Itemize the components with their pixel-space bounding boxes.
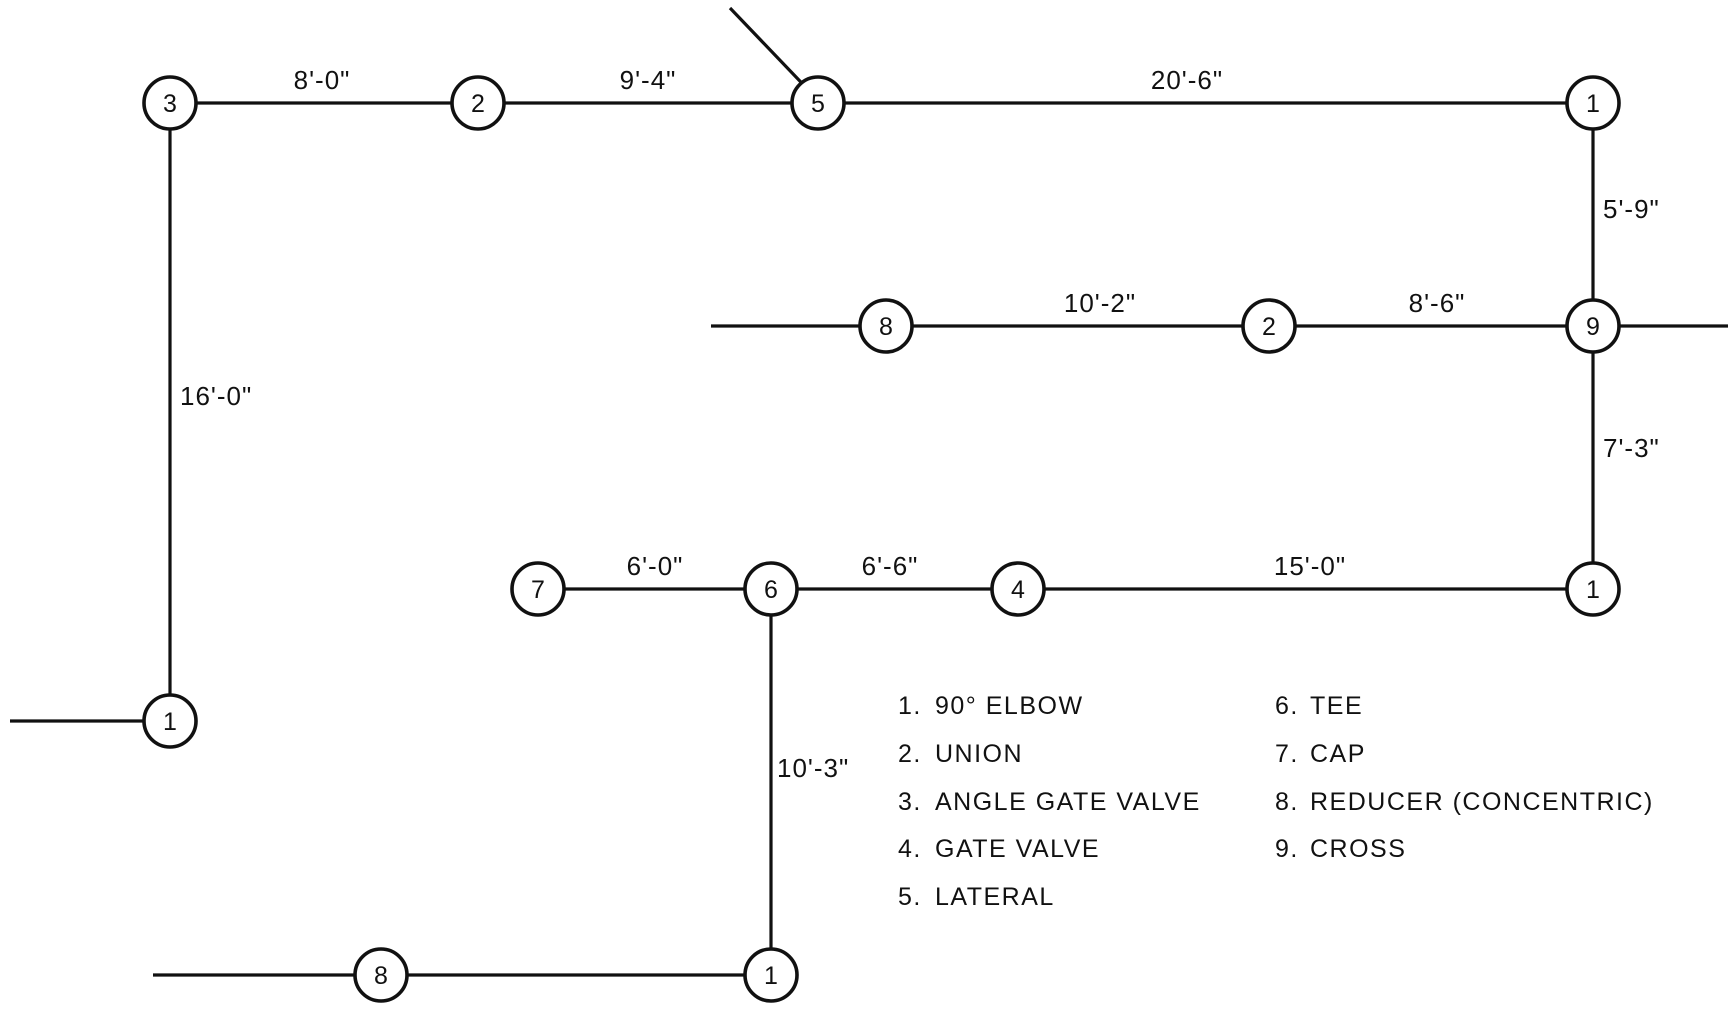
legend-item-label: GATE VALVE	[935, 835, 1100, 863]
legend-item: 6. TEE	[1275, 692, 1363, 720]
legend-item-number: 1.	[898, 692, 922, 720]
legend-item-number: 4.	[898, 835, 922, 863]
legend-item-number: 3.	[898, 788, 922, 816]
legend-item-label: REDUCER (CONCENTRIC)	[1310, 788, 1654, 816]
legend-item-label: 90° ELBOW	[935, 692, 1084, 720]
dimension-label: 5'-9"	[1603, 194, 1660, 224]
legend-item-number: 5.	[898, 883, 922, 911]
fitting-node-angle-gate-valve: 3	[142, 75, 198, 131]
dimension-label: 20'-6"	[1151, 65, 1223, 95]
legend-item-label: CAP	[1310, 740, 1366, 768]
fitting-number: 8	[879, 313, 893, 341]
fitting-node-elbow-top-right: 1	[1565, 75, 1621, 131]
dimension-label: 7'-3"	[1603, 433, 1660, 463]
fitting-number: 8	[374, 962, 388, 990]
fitting-number: 5	[811, 90, 825, 118]
fitting-number: 2	[471, 90, 485, 118]
fitting-number: 4	[1011, 576, 1025, 604]
fitting-number: 1	[1586, 576, 1600, 604]
fitting-node-union: 2	[450, 75, 506, 131]
legend-item: 4. GATE VALVE	[898, 835, 1100, 863]
legend-item: 8. REDUCER (CONCENTRIC)	[1275, 788, 1654, 816]
legend-item: 1. 90° ELBOW	[898, 692, 1084, 720]
legend-item-number: 6.	[1275, 692, 1299, 720]
fitting-node-elbow-left: 1	[142, 693, 198, 749]
fitting-number: 2	[1262, 313, 1276, 341]
fitting-number: 1	[764, 962, 778, 990]
dimension-label: 15'-0"	[1274, 551, 1346, 581]
fitting-node-cap: 7	[510, 561, 566, 617]
legend-item-number: 9.	[1275, 835, 1299, 863]
fitting-node-reducer-bottom: 8	[353, 947, 409, 1003]
dimension-label: 8'-0"	[294, 65, 351, 95]
fitting-node-elbow-lower-right: 1	[1565, 561, 1621, 617]
fitting-node-tee: 6	[743, 561, 799, 617]
legend-item-number: 8.	[1275, 788, 1299, 816]
legend-item: 9. CROSS	[1275, 835, 1406, 863]
legend-item-label: ANGLE GATE VALVE	[935, 788, 1201, 816]
legend-item-label: UNION	[935, 740, 1023, 768]
legend-item-number: 2.	[898, 740, 922, 768]
legend-item: 2. UNION	[898, 740, 1023, 768]
dimension-labels: 8'-0" 9'-4" 20'-6" 5'-9" 10'-2" 8'-6" 7'…	[180, 65, 1660, 783]
legend-item: 3. ANGLE GATE VALVE	[898, 788, 1201, 816]
dimension-label: 16'-0"	[180, 381, 252, 411]
legend-item-label: CROSS	[1310, 835, 1406, 863]
dimension-label: 6'-0"	[627, 551, 684, 581]
pipe-runs	[10, 6, 1728, 977]
fitting-number: 1	[163, 708, 177, 736]
dimension-label: 10'-2"	[1064, 288, 1136, 318]
fitting-number: 9	[1586, 313, 1600, 341]
dimension-label: 10'-3"	[777, 753, 849, 783]
fitting-node-lateral: 5	[790, 75, 846, 131]
dimension-label: 6'-6"	[862, 551, 919, 581]
fitting-nodes: 3 2 5 1 8 2 9 7	[142, 75, 1621, 1003]
fitting-node-cross: 9	[1565, 298, 1621, 354]
fitting-node-gate-valve: 4	[990, 561, 1046, 617]
fitting-node-union-middle: 2	[1241, 298, 1297, 354]
fittings-legend: 1. 90° ELBOW 2. UNION 3. ANGLE GATE VALV…	[898, 692, 1654, 911]
fitting-number: 7	[531, 576, 545, 604]
legend-item: 7. CAP	[1275, 740, 1366, 768]
legend-item-label: LATERAL	[935, 883, 1055, 911]
legend-item-number: 7.	[1275, 740, 1299, 768]
dimension-label: 8'-6"	[1409, 288, 1466, 318]
legend-item-label: TEE	[1310, 692, 1363, 720]
fitting-number: 6	[764, 576, 778, 604]
fitting-node-elbow-bottom: 1	[743, 947, 799, 1003]
dimension-label: 9'-4"	[620, 65, 677, 95]
fitting-node-reducer-middle: 8	[858, 298, 914, 354]
fitting-number: 3	[163, 90, 177, 118]
legend-item: 5. LATERAL	[898, 883, 1055, 911]
fitting-number: 1	[1586, 90, 1600, 118]
